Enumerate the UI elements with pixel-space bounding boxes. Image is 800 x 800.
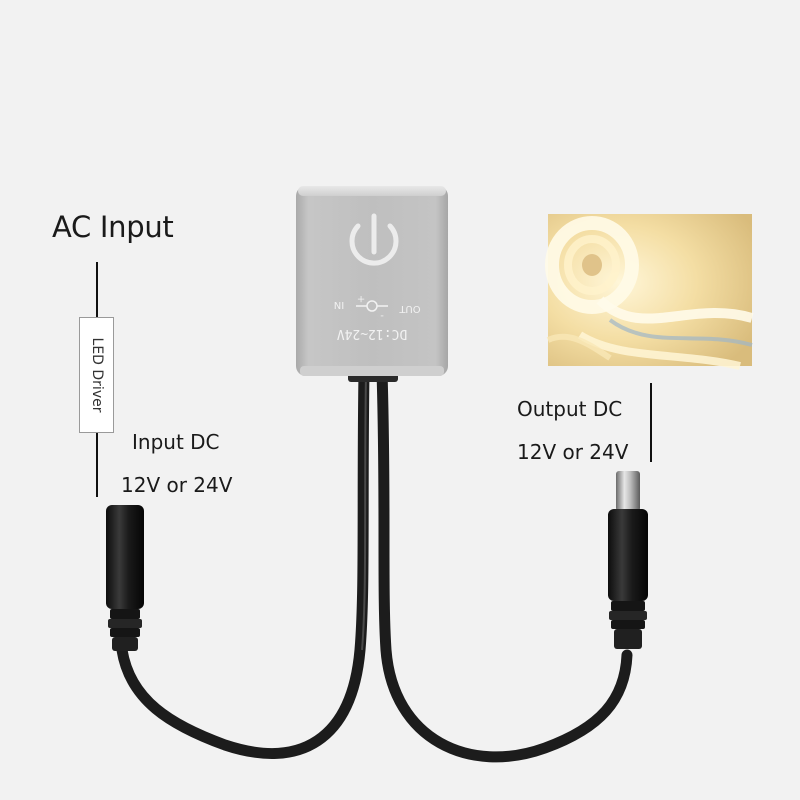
led-strip-photo — [545, 214, 754, 370]
input-voltage-label: 12V or 24V — [121, 473, 233, 497]
power-touch-icon — [349, 213, 399, 266]
input-cable — [116, 366, 370, 759]
polarity-icon — [356, 300, 388, 312]
led-driver-label: LED Driver — [88, 337, 105, 413]
device-plus-sign: + — [357, 293, 365, 304]
device-out-label: OUT — [398, 303, 420, 314]
device-spec-text: DC:12~24V — [337, 326, 408, 341]
device-in-label: IN — [334, 299, 344, 310]
output-voltage-label: 12V or 24V — [517, 440, 629, 464]
device-minus-sign: - — [380, 310, 384, 321]
device-spec-print: DC:12~24V OUT - + IN — [334, 293, 421, 341]
led-driver-box: LED Driver — [79, 317, 114, 433]
output-cable — [376, 366, 633, 763]
cable-highlight — [361, 371, 367, 651]
ac-input-label: AC Input — [52, 210, 174, 244]
male-dc-plug — [608, 471, 648, 649]
output-dc-label: Output DC — [517, 397, 623, 421]
input-dc-label: Input DC — [132, 430, 220, 454]
touch-dimmer-device: DC:12~24V OUT - + IN — [296, 186, 448, 382]
female-dc-jack — [106, 505, 144, 651]
